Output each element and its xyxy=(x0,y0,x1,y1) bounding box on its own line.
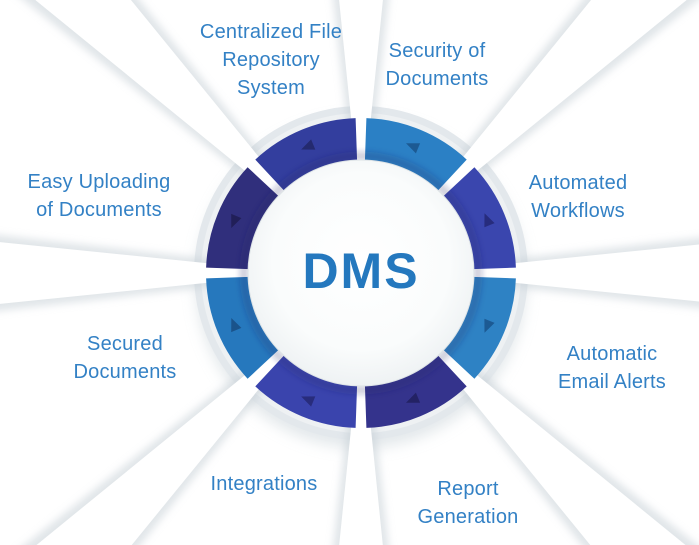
segment-automatic-email-alerts xyxy=(442,276,516,379)
spoke-divider xyxy=(429,0,687,205)
segment-automated-workflows xyxy=(442,167,516,270)
segment-centralized-file-repository-system xyxy=(255,118,358,192)
spoke-divider xyxy=(339,375,383,545)
label-security-of-documents: Security of Documents xyxy=(385,40,489,90)
center-label: DMS xyxy=(302,243,420,299)
label-integrations: Integrations xyxy=(210,473,318,495)
segment-security-of-documents xyxy=(364,118,467,192)
spoke-divider xyxy=(36,341,293,545)
label-automatic-email-alerts: Automatic Email Alerts xyxy=(558,343,666,393)
arrow-icon-left-lower xyxy=(231,318,242,333)
segment-easy-uploading-of-documents xyxy=(206,167,280,270)
arrow-icon-top-left xyxy=(301,139,316,150)
arrow-icon-right-upper xyxy=(484,213,495,228)
arrow-icon-bottom-right xyxy=(406,392,421,403)
label-report-generation: Report Generation xyxy=(417,478,519,528)
arrow-icon-left-upper xyxy=(231,213,242,228)
segment-secured-documents xyxy=(206,276,280,379)
spoke-divider xyxy=(463,244,699,302)
label-centralized-file-repository-system: Centralized File Repository System xyxy=(199,21,343,99)
segment-report-generation xyxy=(364,354,467,428)
center-circle xyxy=(247,159,475,387)
spoke-divider xyxy=(0,242,259,304)
inner-rim-shadow xyxy=(239,151,483,395)
segment-integrations xyxy=(255,354,358,428)
label-automated-workflows: Automated Workflows xyxy=(528,172,628,222)
segment-arrows xyxy=(231,139,495,407)
ring-segments xyxy=(206,118,516,428)
spoke-divider xyxy=(429,341,686,545)
arrow-icon-top-right xyxy=(406,143,421,154)
arrow-icon-right-lower xyxy=(484,318,495,333)
spoke-divider xyxy=(339,0,383,171)
label-secured-documents: Secured Documents xyxy=(73,333,177,383)
arrow-icon-bottom-left xyxy=(301,396,316,407)
label-easy-uploading-of-documents: Easy Uploading of Documents xyxy=(27,171,171,221)
spoke-divider xyxy=(35,0,293,205)
